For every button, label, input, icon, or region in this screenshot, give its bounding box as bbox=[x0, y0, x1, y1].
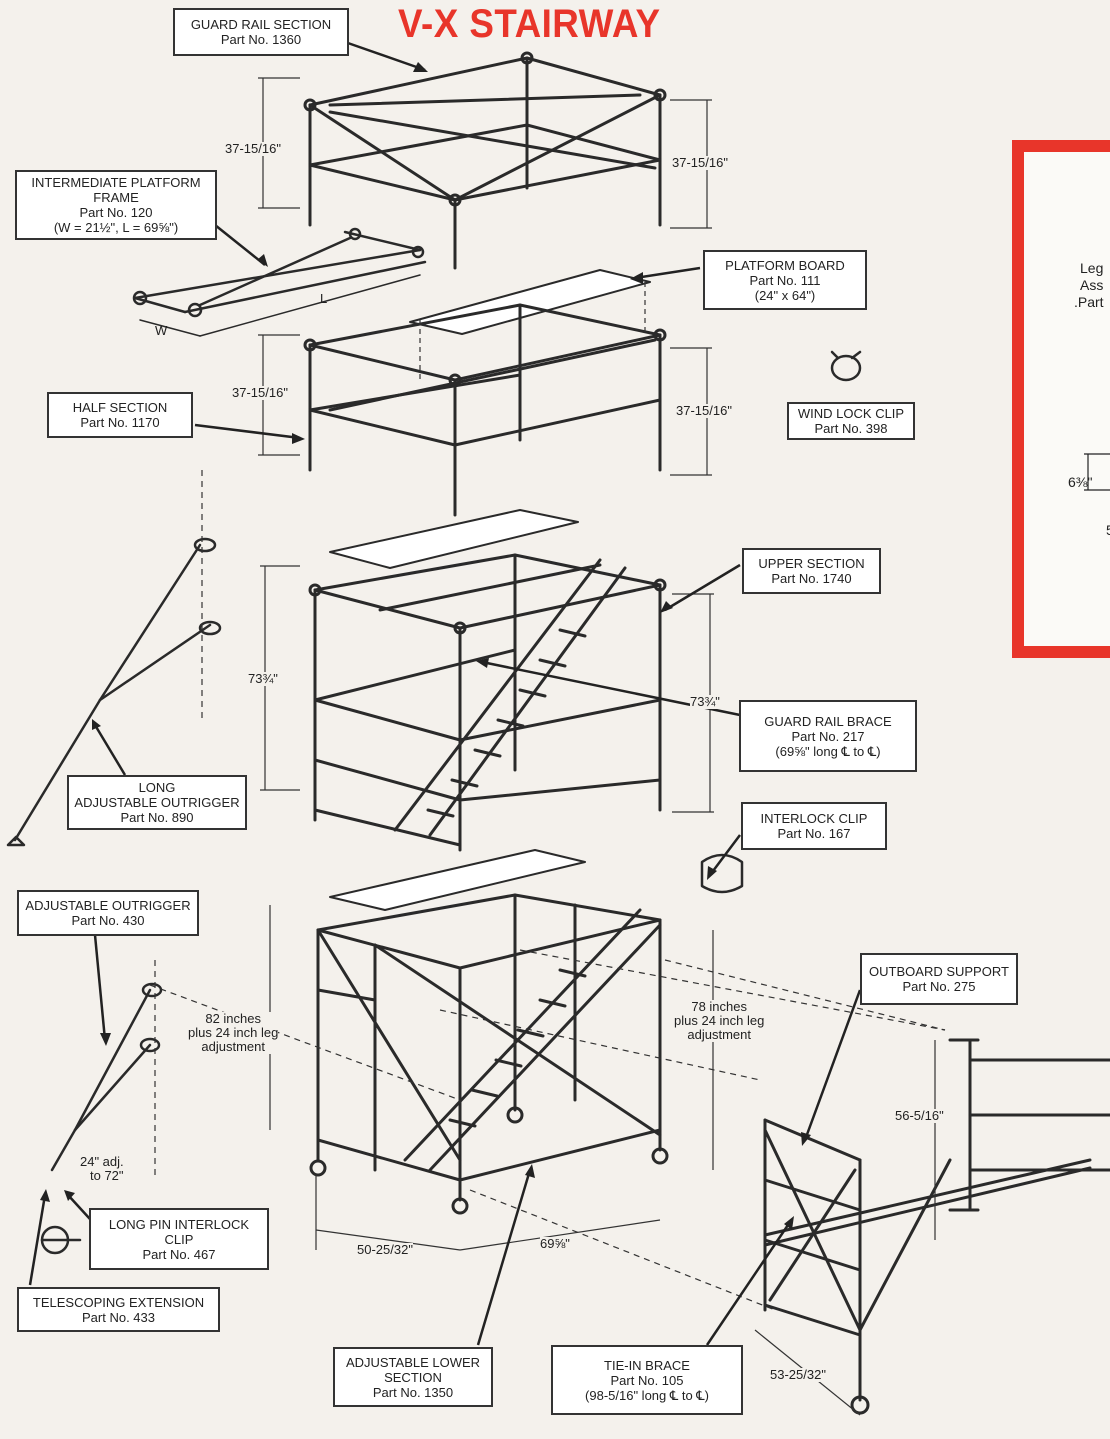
label-line: Part No. 398 bbox=[814, 421, 888, 436]
label-line: (98-5/16" long ℄ to ℄) bbox=[585, 1387, 709, 1403]
dim-frame-l: L bbox=[320, 291, 328, 306]
label-line: SECTION bbox=[384, 1369, 442, 1385]
inset-line: Leg bbox=[1080, 260, 1104, 276]
leg-assembly-inset: Leg Ass .Part 6⅜" 5 P bbox=[1012, 140, 1110, 658]
label-line: WIND LOCK CLIP bbox=[797, 406, 905, 421]
guard-rail-section-drawing bbox=[303, 51, 667, 270]
label-line: ADJUSTABLE OUTRIGGER bbox=[74, 795, 240, 810]
dim-outboard-height: 56-5/16" bbox=[895, 1108, 944, 1123]
label-line: LONG PIN INTERLOCK bbox=[108, 1216, 250, 1232]
label-line: CLIP bbox=[164, 1231, 194, 1247]
label-line: TIE-IN BRACE bbox=[604, 1357, 690, 1373]
dim-upper-left: 73¾" bbox=[248, 671, 278, 686]
label-line: Part No. 217 bbox=[791, 728, 865, 744]
label-platform-board: PLATFORM BOARD Part No. 111 (24" x 64") bbox=[703, 250, 867, 310]
label-line: Part No. 120 bbox=[79, 205, 153, 220]
label-line: TELESCOPING EXTENSION bbox=[32, 1294, 205, 1310]
dim-width: 50-25/32" bbox=[357, 1242, 413, 1257]
label-line: (24" x 64") bbox=[754, 287, 816, 303]
label-line: Part No. 105 bbox=[610, 1372, 684, 1388]
inset-line: Ass bbox=[1080, 277, 1104, 293]
long-pin-clip-drawing bbox=[40, 1225, 82, 1255]
label-line: PLATFORM BOARD bbox=[725, 257, 845, 273]
label-line: Part No. 890 bbox=[120, 810, 194, 825]
dim-guard-rail-left: 37-15/16" bbox=[225, 141, 281, 156]
page-title: V-X STAIRWAY bbox=[398, 2, 661, 46]
dim-half-section-left: 37-15/16" bbox=[232, 385, 288, 400]
upper-section-drawing bbox=[308, 509, 667, 852]
inset-line: .Part bbox=[1074, 294, 1104, 310]
label-telescoping-extension: TELESCOPING EXTENSION Part No. 433 bbox=[17, 1287, 220, 1332]
dim-line: 24" adj. bbox=[80, 1154, 124, 1169]
inset-dimension: 6⅜" bbox=[1068, 474, 1093, 490]
interlock-clip-drawing bbox=[700, 853, 744, 894]
label-long-adjustable-outrigger: LONG ADJUSTABLE OUTRIGGER Part No. 890 bbox=[67, 775, 247, 830]
label-intermediate-platform-frame: INTERMEDIATE PLATFORM FRAME Part No. 120… bbox=[15, 170, 217, 240]
label-line: Part No. 433 bbox=[82, 1309, 155, 1325]
label-line: Part No. 275 bbox=[902, 979, 976, 994]
label-line: UPPER SECTION bbox=[758, 556, 865, 571]
label-line: Part No. 111 bbox=[749, 272, 821, 288]
label-line: ADJUSTABLE LOWER bbox=[345, 1354, 481, 1370]
lower-section-drawing bbox=[309, 849, 669, 1215]
label-line: LONG bbox=[138, 780, 176, 795]
label-upper-section: UPPER SECTION Part No. 1740 bbox=[742, 548, 881, 594]
wind-lock-clip-drawing bbox=[830, 350, 862, 382]
dim-outboard-depth: 53-25/32" bbox=[770, 1367, 826, 1382]
label-line: (69⅝" long ℄ to ℄) bbox=[775, 743, 881, 759]
dim-line: adjustment bbox=[687, 1027, 751, 1042]
label-line: GUARD RAIL BRACE bbox=[764, 713, 892, 729]
label-line: HALF SECTION bbox=[72, 400, 168, 415]
dim-outrigger-adj: 24" adj. to 72" bbox=[80, 1155, 124, 1183]
inset-dimension-line bbox=[1084, 453, 1110, 491]
label-line: Part No. 467 bbox=[142, 1246, 216, 1262]
label-outboard-support: OUTBOARD SUPPORT Part No. 275 bbox=[860, 953, 1018, 1005]
label-line: ADJUSTABLE OUTRIGGER bbox=[25, 898, 191, 913]
dim-guard-rail-right: 37-15/16" bbox=[672, 155, 728, 170]
label-wind-lock-clip: WIND LOCK CLIP Part No. 398 bbox=[787, 402, 915, 440]
dim-upper-right: 73¾" bbox=[690, 694, 720, 709]
dim-line: 78 inches bbox=[691, 999, 747, 1014]
label-guard-rail-section: GUARD RAIL SECTION Part No. 1360 bbox=[173, 8, 349, 56]
label-line: Part No. 430 bbox=[71, 913, 145, 928]
platform-frame-drawing bbox=[132, 227, 427, 337]
label-line: INTERMEDIATE PLATFORM bbox=[31, 175, 201, 190]
outboard-support-drawing bbox=[763, 1038, 1110, 1415]
label-line: Part No. 1350 bbox=[372, 1384, 454, 1400]
dim-lower-right: 78 inches plus 24 inch leg adjustment bbox=[674, 999, 765, 1042]
label-line: FRAME bbox=[93, 190, 139, 205]
label-interlock-clip: INTERLOCK CLIP Part No. 167 bbox=[741, 802, 887, 850]
dim-half-section-right: 37-15/16" bbox=[676, 403, 732, 418]
label-adjustable-outrigger: ADJUSTABLE OUTRIGGER Part No. 430 bbox=[17, 890, 199, 936]
label-guard-rail-brace: GUARD RAIL BRACE Part No. 217 (69⅝" long… bbox=[739, 700, 917, 772]
label-line: INTERLOCK CLIP bbox=[760, 811, 868, 826]
half-section-drawing bbox=[303, 269, 667, 517]
label-adjustable-lower-section: ADJUSTABLE LOWER SECTION Part No. 1350 bbox=[333, 1347, 493, 1407]
dim-line: 82 inches bbox=[205, 1011, 261, 1026]
dim-line: plus 24 inch leg bbox=[188, 1025, 279, 1040]
label-tie-in-brace: TIE-IN BRACE Part No. 105 (98-5/16" long… bbox=[551, 1345, 743, 1415]
label-line: (W = 21½", L = 69⅝") bbox=[53, 220, 179, 235]
dim-line: plus 24 inch leg bbox=[674, 1013, 765, 1028]
dim-line: to 72" bbox=[90, 1168, 124, 1183]
label-line: Part No. 167 bbox=[777, 826, 851, 841]
long-outrigger-drawing bbox=[6, 537, 222, 847]
label-line: OUTBOARD SUPPORT bbox=[869, 964, 1009, 979]
label-line: Part No. 1170 bbox=[80, 415, 160, 430]
label-line: GUARD RAIL SECTION bbox=[190, 17, 332, 32]
label-line: Part No. 1360 bbox=[220, 32, 302, 47]
label-long-pin-interlock-clip: LONG PIN INTERLOCK CLIP Part No. 467 bbox=[89, 1208, 269, 1270]
inset-line: 5 bbox=[1106, 522, 1110, 538]
label-half-section: HALF SECTION Part No. 1170 bbox=[47, 392, 193, 438]
dim-lower-left: 82 inches plus 24 inch leg adjustment bbox=[188, 1011, 279, 1054]
label-line: Part No. 1740 bbox=[771, 571, 852, 586]
dim-frame-w: W bbox=[155, 323, 168, 338]
dim-length: 69⅝" bbox=[540, 1236, 570, 1251]
dim-line: adjustment bbox=[201, 1039, 265, 1054]
adjustable-outrigger-drawing bbox=[50, 982, 163, 1172]
